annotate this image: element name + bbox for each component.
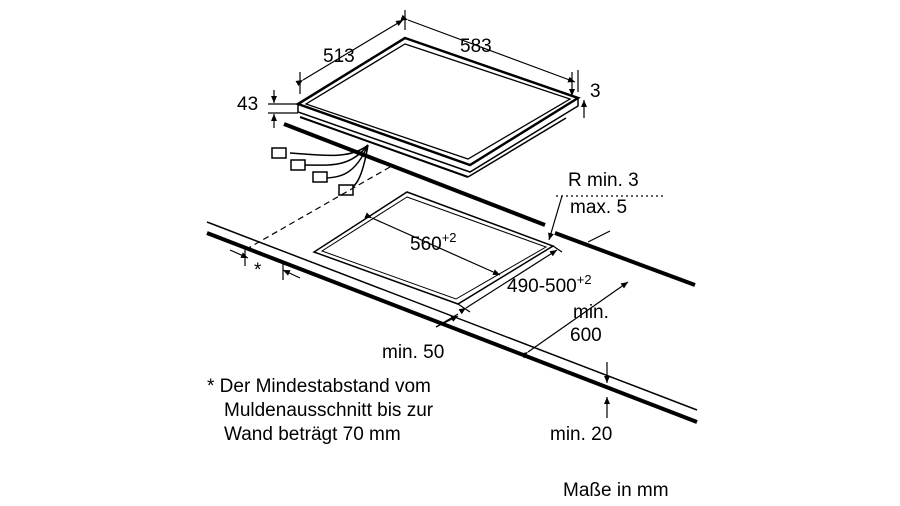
countertop-back-edge-right	[554, 231, 696, 287]
connection-cables	[271, 144, 369, 196]
footnote-line-3: Wand beträgt 70 mm	[224, 424, 401, 445]
dim-cutout-depth	[457, 245, 563, 315]
dim-countertop-depth	[520, 230, 629, 359]
label-countertop-value: 600	[570, 325, 602, 346]
dim-radius-pointer	[548, 195, 563, 241]
label-radius-min: R min. 3	[568, 170, 639, 191]
label-countertop-min: min.	[573, 302, 609, 323]
label-thickness: min. 20	[550, 424, 612, 445]
footnote-line-1: * Der Mindestabstand vom	[207, 376, 431, 397]
label-cutout-width: 560+2	[410, 230, 457, 255]
guide-lines	[244, 166, 665, 251]
footnote: * Der Mindestabstand vom Muldenausschnit…	[207, 375, 433, 447]
dim-front-distance	[435, 313, 459, 328]
countertop-front-edge	[206, 231, 698, 424]
countertop	[206, 122, 698, 424]
cooktop-front-edge	[297, 98, 579, 173]
label-front-distance: min. 50	[382, 342, 444, 363]
dim-width-583	[400, 14, 579, 92]
label-width: 583	[460, 36, 492, 57]
dim-height-43	[268, 90, 298, 128]
countertop-back-edge-left	[283, 122, 546, 227]
label-cutout-depth: 490-500+2	[507, 272, 592, 297]
label-wall-marker: *	[254, 260, 262, 281]
label-radius-max: max. 5	[570, 197, 627, 218]
label-frame: 3	[590, 81, 601, 102]
label-height: 43	[237, 94, 258, 115]
units-label: Maße in mm	[563, 480, 669, 501]
dim-wall-distance	[229, 248, 301, 280]
dim-frame-3	[569, 72, 587, 118]
label-depth: 513	[323, 46, 355, 67]
footnote-line-2: Muldenausschnitt bis zur	[224, 400, 434, 421]
